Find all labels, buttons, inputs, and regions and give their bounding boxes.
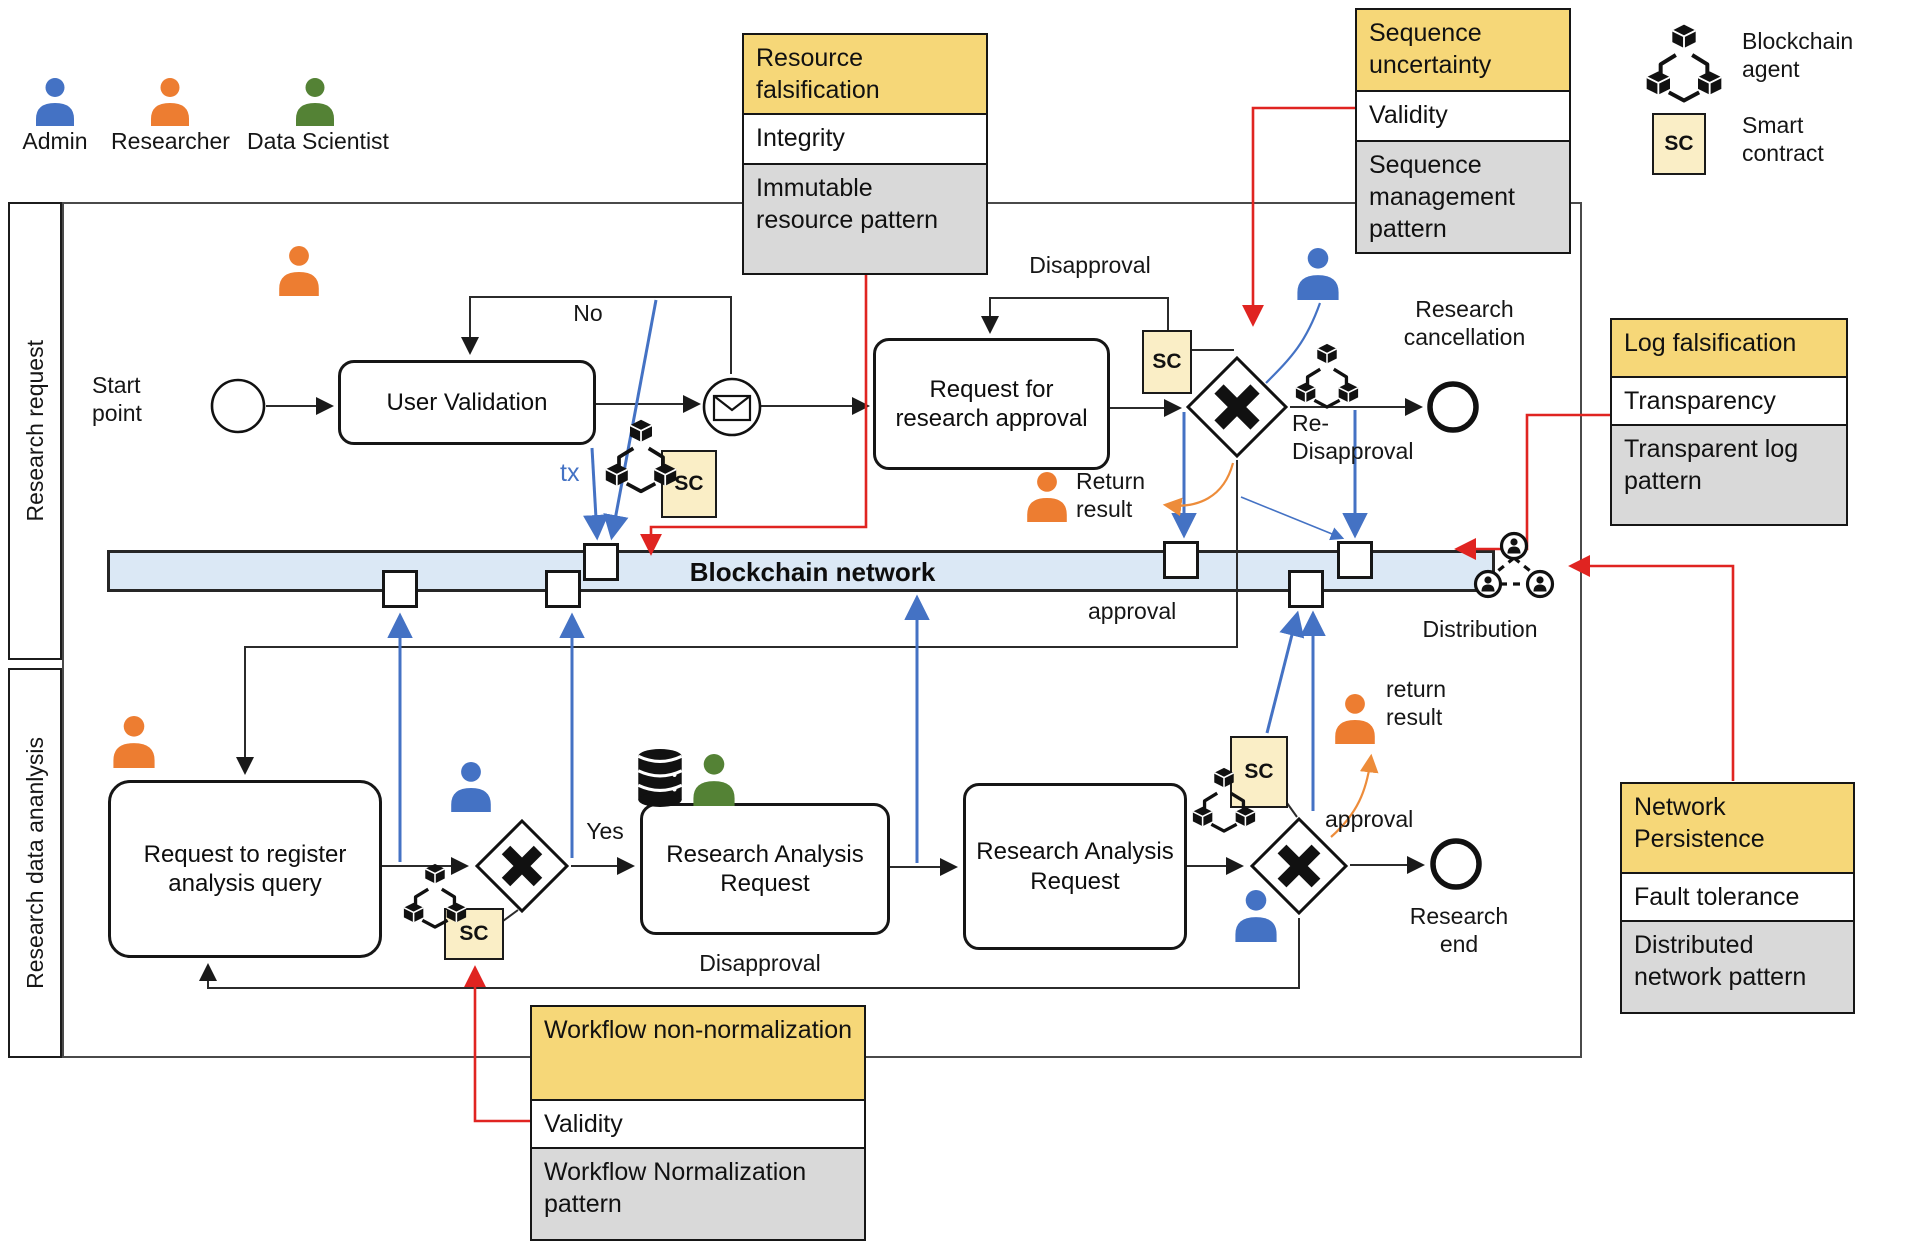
task-research-analysis-request-1: Research Analysis Request [640,803,890,935]
researcher-icon [1024,472,1070,522]
chain-anchor-square [1337,541,1373,579]
gateway-x-icon [1249,816,1349,916]
pattern-property: Fault tolerance [1622,872,1853,920]
pattern-solution: Workflow Normalization pattern [532,1147,864,1239]
admin-icon [448,762,494,812]
legend-researcher-label: Researcher [111,128,230,154]
smart-contract-badge: SC [1652,113,1706,175]
pattern-title: Workflow non-normalization [532,1007,864,1099]
start-point-label: Start point [92,372,142,426]
researcher-icon [1332,694,1378,744]
legend-data-scientist-label: Data Scientist [247,128,389,154]
researcher-icon [110,716,158,768]
end-event-circle-research-end [1428,836,1484,892]
disapproval-bottom-label: Disapproval [699,950,821,976]
pattern-property: Validity [1357,90,1569,140]
pattern-property: Integrity [744,113,986,163]
blockchain-agent-icon [396,860,474,930]
pattern-box-resource-falsification: Resource falsification Integrity Immutab… [742,33,988,275]
chain-anchor-square [382,570,418,608]
task-request-to-register: Request to register analysis query [108,780,382,958]
sc-label: SC [1152,350,1182,373]
legend-smart-contract-label: Smart contract [1742,112,1824,166]
research-cancellation-label: Research cancellation [1403,296,1526,350]
task-research-analysis-request-2: Research Analysis Request [963,783,1187,950]
data-scientist-icon [690,754,738,806]
chain-anchor-square [583,543,619,581]
task-label: Request to register analysis query [143,840,347,897]
task-user-validation: User Validation [338,360,596,445]
pattern-solution: Immutable resource pattern [744,163,986,273]
data-scientist-icon [293,78,337,126]
research-end-label: Research end [1409,903,1509,957]
chain-anchor-square [1288,570,1324,608]
researcher-icon [148,78,192,126]
admin-icon [1232,890,1280,942]
lane-research-request: Research request [8,202,62,660]
pattern-title: Log falsification [1612,320,1846,376]
admin-icon [33,78,77,126]
distribution-icon [1472,520,1556,612]
pattern-box-workflow-non-normalization: Workflow non-normalization Validity Work… [530,1005,866,1241]
pattern-title: Resource falsification [744,35,986,113]
task-request-research-approval: Request for research approval [873,338,1110,470]
chain-anchor-square [545,570,581,608]
blockchain-agent-icon [1636,20,1732,104]
pattern-box-sequence-uncertainty: Sequence uncertainty Validity Sequence m… [1355,8,1571,254]
legend-admin-label: Admin [22,128,88,154]
pattern-title: Network Persistence [1622,784,1853,872]
pattern-solution: Distributed network pattern [1622,920,1853,1012]
no-label: No [573,300,603,326]
smart-contract-badge: SC [1230,736,1288,808]
end-event-circle-cancellation [1425,379,1481,435]
lane-label: Research request [21,340,48,522]
gateway-x-icon [1185,355,1289,459]
pattern-property: Transparency [1612,376,1846,424]
admin-icon [1294,248,1342,300]
lane-research-data-analysis: Research data ananlysis [8,668,62,1058]
task-label: User Validation [386,388,548,416]
sc-label: SC [674,472,704,495]
pattern-property: Validity [532,1099,864,1147]
blockchain-agent-icon [1184,764,1264,834]
gateway-x-icon [474,818,570,914]
approval-mid-label: approval [1088,598,1177,624]
database-icon [636,748,684,808]
chain-anchor-square [1163,541,1199,579]
return-result-bottom-label: return result [1386,676,1447,730]
pattern-solution: Sequence management pattern [1357,140,1569,252]
sc-label: SC [1664,132,1694,155]
sc-label: SC [459,922,489,945]
disapproval-top-label: Disapproval [1029,252,1151,278]
lane-label: Research data ananlysis [21,737,48,989]
message-event-icon [701,376,763,438]
task-label: Research Analysis Request [976,838,1174,895]
pattern-box-log-falsification: Log falsification Transparency Transpare… [1610,318,1848,526]
smart-contract-badge: SC [1142,330,1192,394]
researcher-icon [276,246,322,296]
tx-label: tx [560,459,580,487]
task-label: Research Analysis Request [666,840,864,897]
blockchain-agent-icon [597,415,685,495]
sc-label: SC [1244,760,1274,783]
distribution-label: Distribution [1422,616,1538,642]
yes-label: Yes [586,818,624,844]
link-network-persistence [1568,554,1735,781]
pattern-solution: Transparent log pattern [1612,424,1846,524]
re-disapproval-label: Re-Disapproval [1292,410,1414,464]
blockchain-network-label: Blockchain network [689,557,936,587]
pattern-title: Sequence uncertainty [1357,10,1569,90]
approval-bottom-label: approval [1325,806,1414,832]
task-label: Request for research approval [895,375,1088,432]
smart-contract-badge: SC [661,450,717,518]
start-event-circle [210,378,266,434]
pattern-box-network-persistence: Network Persistence Fault tolerance Dist… [1620,782,1855,1014]
blockchain-agent-icon [1288,340,1366,410]
legend-blockchain-agent-label: Blockchain agent [1742,28,1854,82]
return-result-top-label: Return result [1076,468,1146,522]
